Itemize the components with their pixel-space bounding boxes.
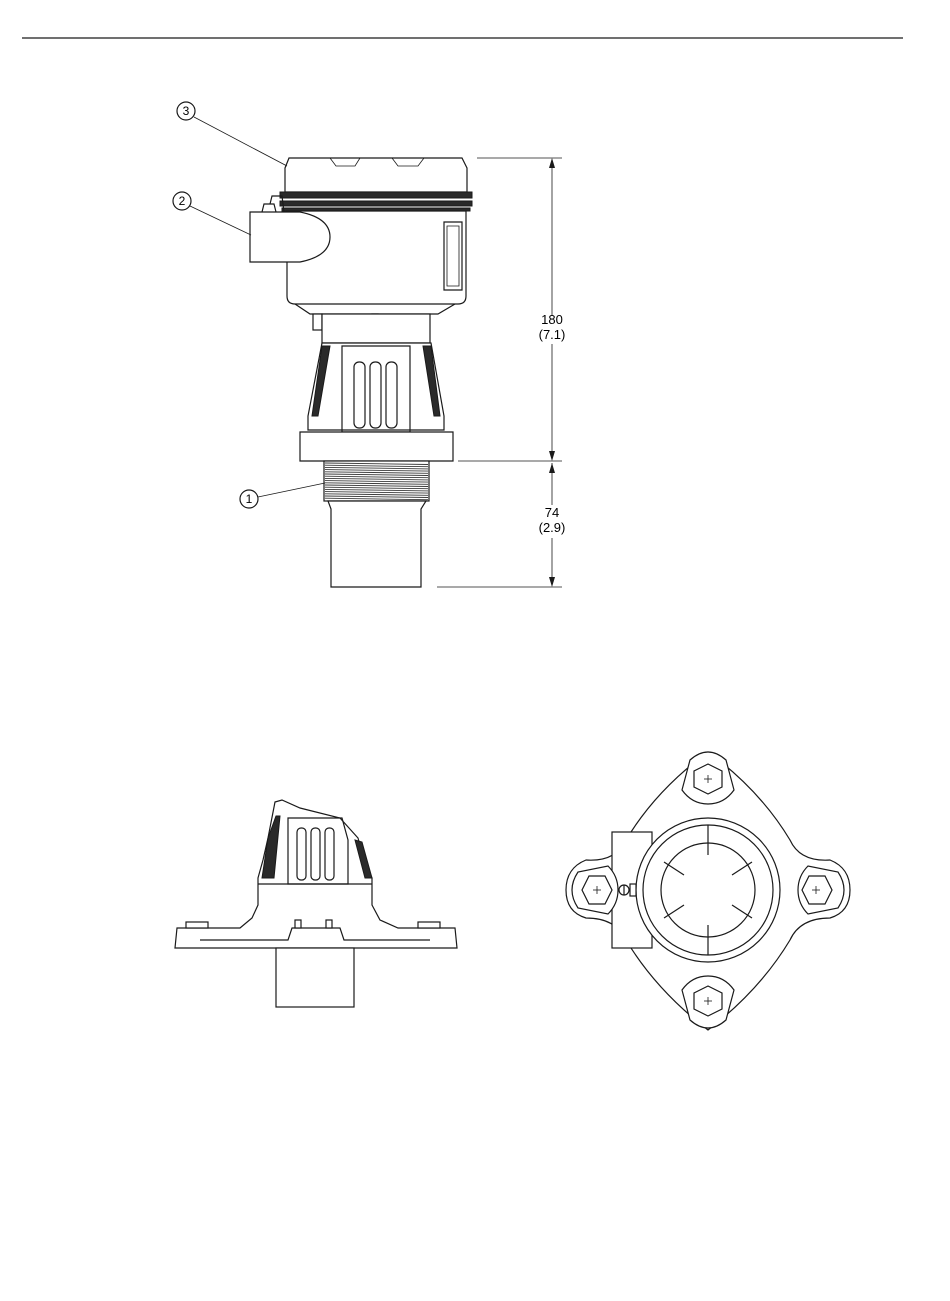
dimension-housing-height-mm: 180 [541, 312, 563, 327]
housing-ring [280, 192, 472, 198]
svg-text:2: 2 [179, 194, 186, 208]
callout-3: 3 [177, 102, 287, 166]
dimension-housing-height-in: (7.1) [539, 327, 566, 342]
svg-text:3: 3 [183, 104, 190, 118]
bolt-bottom [682, 976, 734, 1028]
dimension-thread-height-in: (2.9) [539, 520, 566, 535]
transducer [328, 501, 426, 587]
callout-2: 2 [173, 192, 251, 235]
callout-1: 1 [240, 483, 325, 508]
bolt-right [798, 866, 844, 914]
flange-transducer [276, 948, 354, 1007]
dimension-thread-height-mm: 74 [545, 505, 559, 520]
cable-gland [250, 212, 330, 262]
flange-side-view [175, 800, 457, 1007]
bolt-left [572, 866, 618, 914]
device-front-view [250, 158, 472, 587]
bolt-top [682, 752, 734, 804]
housing-lid [285, 158, 467, 192]
thread-section [324, 461, 429, 501]
flange-top-view [566, 752, 850, 1030]
svg-text:1: 1 [246, 492, 253, 506]
